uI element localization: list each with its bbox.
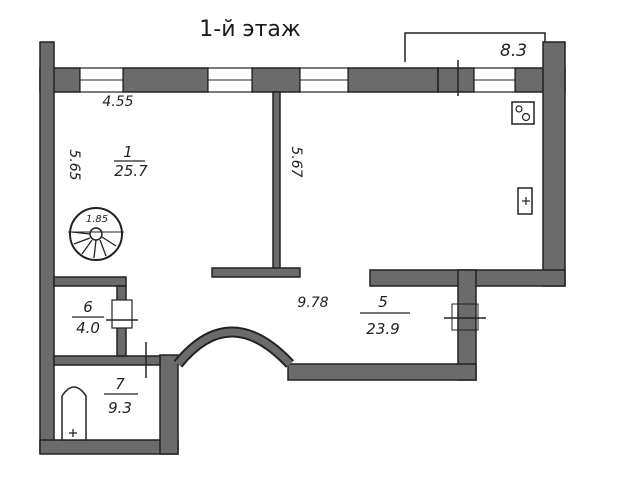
partitions xyxy=(53,91,486,378)
room-1-number: 1 xyxy=(123,143,133,161)
floor-title: 1-й этаж xyxy=(199,17,301,42)
room-6-number: 6 xyxy=(83,298,93,316)
room5-width-label: 9.78 xyxy=(297,295,328,311)
stove-icon xyxy=(511,101,535,125)
room-6-area: 4.0 xyxy=(76,319,100,337)
stair-label: 1.85 xyxy=(86,214,108,225)
outer-walls xyxy=(39,41,566,455)
sink-icon xyxy=(517,187,533,215)
middle-height-label: 5.67 xyxy=(288,146,304,177)
room-5-area: 23.9 xyxy=(366,320,399,338)
room-6: 6 4.0 xyxy=(72,298,104,337)
arch-passage xyxy=(173,326,295,368)
room-5: 5 23.9 xyxy=(360,293,410,338)
room-1: 1 25.7 xyxy=(114,143,148,180)
top-width-label: 4.55 xyxy=(102,94,133,110)
windows xyxy=(79,60,516,96)
balcony-label: 8.3 xyxy=(500,41,527,61)
room-1-area: 25.7 xyxy=(114,162,148,180)
spiral-stair-icon: 1.85 xyxy=(68,207,124,261)
room-7: 7 9.3 xyxy=(104,375,138,417)
balcony: 8.3 xyxy=(404,32,546,62)
left-height-label: 5.65 xyxy=(66,149,82,180)
room-7-number: 7 xyxy=(115,375,125,393)
room-5-number: 5 xyxy=(378,293,388,311)
bathtub-icon xyxy=(61,386,87,441)
room-7-area: 9.3 xyxy=(108,399,132,417)
